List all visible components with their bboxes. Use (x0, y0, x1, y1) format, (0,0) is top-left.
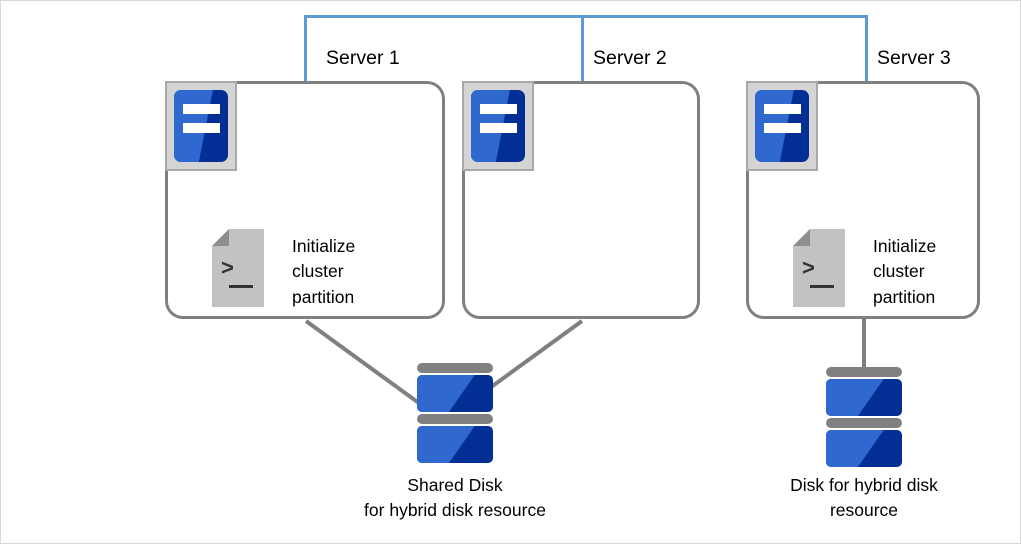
server-label-3: Server 3 (877, 47, 951, 69)
server-icon-bar-top (183, 104, 220, 114)
script-caption-1: Initialize cluster partition (292, 236, 356, 307)
server-icon-bar-bottom (480, 123, 517, 133)
server-icon (746, 81, 818, 171)
server-icon-body (755, 90, 809, 162)
hybrid-disk-icon (826, 367, 902, 467)
script-document-icon: > (212, 229, 264, 307)
network-line-server3 (865, 15, 868, 83)
network-line-server2 (581, 15, 584, 83)
server-box-1[interactable]: > Initialize cluster partition (165, 81, 445, 319)
script-underscore-icon (810, 285, 834, 288)
server-label-2: Server 2 (593, 47, 667, 69)
network-line-server1 (304, 15, 307, 83)
script-underscore-icon (229, 285, 253, 288)
hybrid-disk-caption: Disk for hybrid disk resource (790, 475, 938, 521)
script-caption-3: Initialize cluster partition (873, 236, 937, 307)
script-document-icon: > (793, 229, 845, 307)
script-chevron-icon: > (802, 255, 815, 280)
disk-block-top (417, 375, 493, 412)
server-box-3[interactable]: > Initialize cluster partition (746, 81, 980, 319)
network-line-top (304, 15, 868, 18)
server-box-2[interactable] (462, 81, 700, 319)
shared-disk-caption: Shared Disk for hybrid disk resource (364, 475, 546, 521)
disk-cap-middle (826, 418, 902, 428)
server-icon-body (471, 90, 525, 162)
server-icon-bar-bottom (764, 123, 801, 133)
disk-block-bottom (417, 426, 493, 463)
shared-disk-icon (417, 363, 493, 463)
disk-block-bottom (826, 430, 902, 467)
script-chevron-icon: > (221, 255, 234, 280)
server-icon-bar-top (764, 104, 801, 114)
server-label-1: Server 1 (326, 47, 400, 69)
script-doc-fold-icon (212, 229, 229, 246)
disk-cap-top (417, 363, 493, 373)
disk-block-top (826, 379, 902, 416)
disk-cap-top (826, 367, 902, 377)
server-icon (462, 81, 534, 171)
disk-cap-middle (417, 414, 493, 424)
server-icon-bar-top (480, 104, 517, 114)
server-icon-body (174, 90, 228, 162)
script-doc-fold-icon (793, 229, 810, 246)
server-icon-bar-bottom (183, 123, 220, 133)
connector-server1-shared-disk (304, 319, 430, 412)
connector-server3-disk (862, 319, 866, 373)
server-icon (165, 81, 237, 171)
